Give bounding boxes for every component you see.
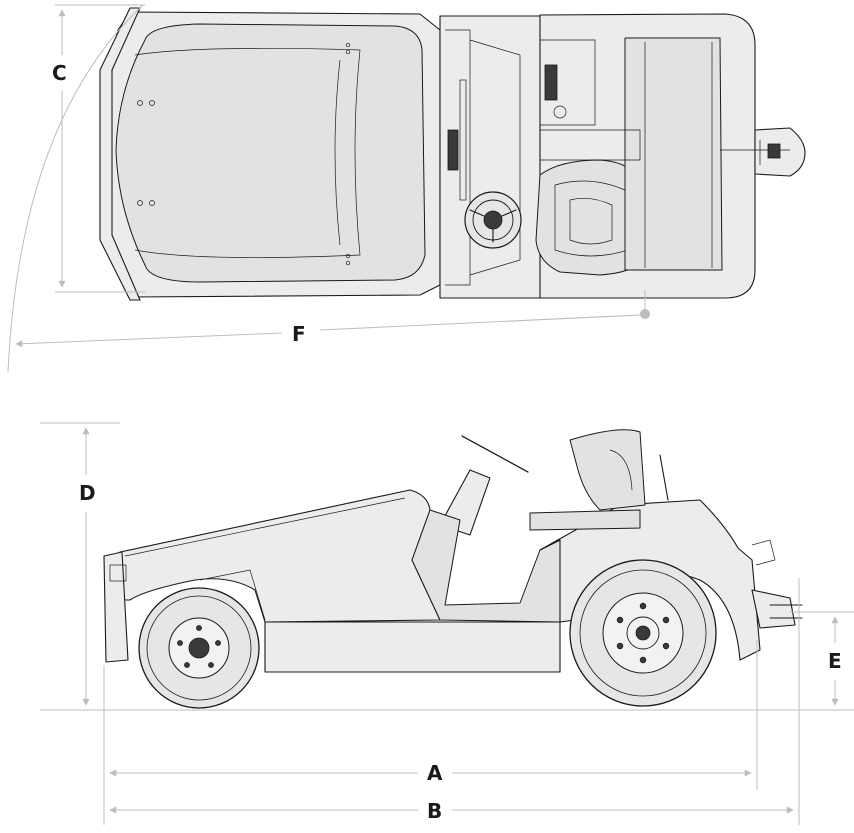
top-hood-panel: [115, 23, 426, 283]
dimension-label-e: E: [828, 649, 842, 673]
dimension-label-a: A: [427, 761, 443, 785]
top-steering-wheel: [464, 191, 522, 249]
dimension-label-d: D: [79, 481, 96, 505]
dimension-label-f: F: [292, 322, 306, 346]
side-lever: [659, 454, 669, 501]
dimension-label-b: B: [427, 799, 442, 823]
side-lower-chassis: [264, 621, 561, 673]
side-seat: [569, 429, 646, 511]
side-view: [103, 429, 803, 709]
side-front-body: [119, 489, 441, 623]
dimension-label-c: C: [52, 61, 67, 85]
top-front-bumper: [99, 7, 141, 301]
side-rear-hitch: [751, 589, 796, 629]
side-rear-wheel: [569, 559, 717, 707]
hood-bolts: [137, 42, 351, 266]
dimension-lines: [7, 4, 854, 825]
side-front-wheel: [138, 587, 260, 709]
top-battery-box: [624, 37, 723, 271]
top-view: [99, 7, 806, 301]
